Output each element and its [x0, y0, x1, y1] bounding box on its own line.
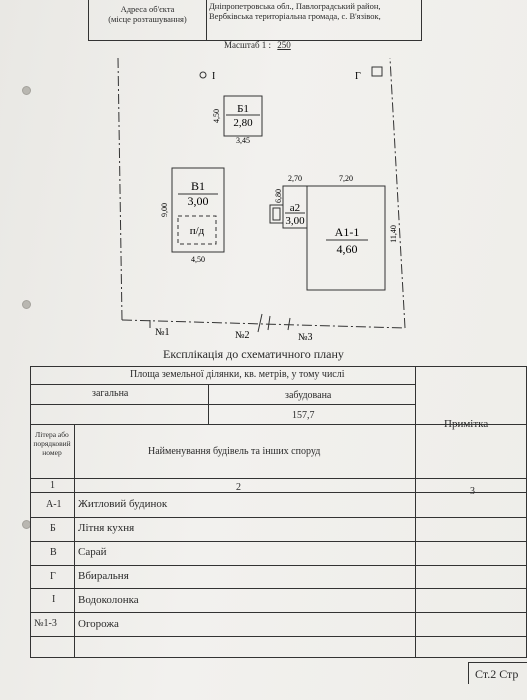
row-letter: №1-3 [34, 618, 57, 629]
well-icon [199, 71, 207, 79]
row-name: Вбиральня [78, 570, 129, 582]
row-letter: І [52, 594, 56, 605]
address-line2: Вербківська територіальна громада, с. В'… [209, 10, 381, 21]
fence-1-label: №1 [155, 327, 170, 338]
basement-outline [177, 215, 217, 245]
built-label: забудована [285, 390, 332, 401]
toilet-icon [371, 66, 383, 77]
row-name: Водоколонка [78, 594, 139, 606]
row-letter: Г [50, 571, 56, 582]
row-name: Житловий будинок [78, 498, 168, 510]
porch-outline [269, 204, 284, 224]
plot-boundary-left [117, 57, 123, 321]
building-a1-name: А1-1 [335, 225, 360, 239]
building-v1 [171, 167, 225, 253]
scale-line: Масштаб 1 : 250 [224, 40, 291, 50]
plot-boundary-bottom [121, 319, 406, 329]
building-a1-height: 4,60 [337, 242, 358, 256]
building-b1-depth: 4,50 [212, 109, 221, 123]
building-a1 [306, 185, 386, 291]
building-a1-width: 7,20 [339, 174, 353, 183]
building-b1 [223, 95, 263, 137]
address-label: Адреса об'єкта (місце розташування) [89, 0, 207, 40]
note-header: Примітка [444, 418, 489, 430]
address-line1: Дніпропетровська обл., Павлоградський ра… [209, 1, 381, 11]
fence-3-label: №3 [298, 332, 313, 343]
page-number-box: Ст.2 Стр [468, 662, 527, 684]
col-number-1: 1 [50, 480, 55, 491]
page-number: Ст.2 Стр [475, 667, 519, 681]
plot-boundary-right [389, 57, 406, 329]
scale-value: 250 [277, 40, 291, 50]
building-a1-depth: 11,40 [389, 225, 398, 243]
building-b1-name: Б1 [237, 103, 249, 115]
row-letter: А-1 [46, 499, 62, 510]
address-label-line2: (місце розташування) [108, 14, 187, 24]
building-b1-width: 3,45 [236, 136, 250, 145]
row-name: Літня кухня [78, 522, 135, 534]
row-letter: В [50, 547, 57, 558]
explication-table: Площа земельної ділянки, кв. метрів, у т… [30, 366, 527, 658]
row-name: Сарай [78, 546, 107, 558]
building-a2-height: 3,00 [285, 215, 305, 227]
building-v1-depth: 9,00 [160, 203, 169, 217]
binder-hole [22, 86, 31, 95]
well-marker: І [212, 71, 215, 82]
building-a2-name: а2 [290, 202, 300, 214]
total-label: загальна [92, 388, 129, 399]
built-value: 157,7 [292, 410, 315, 421]
building-v1-name: В1 [191, 179, 205, 193]
row-letter: Б [50, 523, 56, 534]
toilet-marker: Г [355, 71, 361, 82]
building-a2-depth: 6,80 [274, 189, 283, 203]
binder-hole [22, 300, 31, 309]
scale-label: Масштаб 1 : [224, 40, 272, 50]
row-name: Огорожа [78, 618, 119, 630]
building-a2-width: 2,70 [288, 174, 302, 183]
building-v1-height: 3,00 [188, 194, 209, 208]
fence-2-label: №2 [235, 330, 250, 341]
explication-title: Експлікація до схематичного плану [163, 347, 344, 361]
address-label-line1: Адреса об'єкта [120, 4, 175, 14]
name-header: Найменування будівель та інших споруд [148, 446, 321, 457]
site-plan: №1 №2 №3 І Г Б1 2,80 3,45 4,50 В1 3,00 п… [117, 57, 406, 343]
col-number-2: 2 [236, 482, 241, 493]
area-header: Площа земельної ділянки, кв. метрів, у т… [130, 369, 345, 380]
address-value: Дніпропетровська обл., Павлоградський ра… [209, 1, 419, 21]
building-v1-basement: п/д [190, 225, 205, 237]
letter-header: Літера або порядковий номер [33, 430, 71, 457]
building-v1-width: 4,50 [191, 255, 205, 264]
building-b1-height: 2,80 [233, 117, 253, 129]
col-number-3: 3 [470, 486, 475, 497]
address-block: Адреса об'єкта (місце розташування) Дніп… [88, 0, 422, 41]
